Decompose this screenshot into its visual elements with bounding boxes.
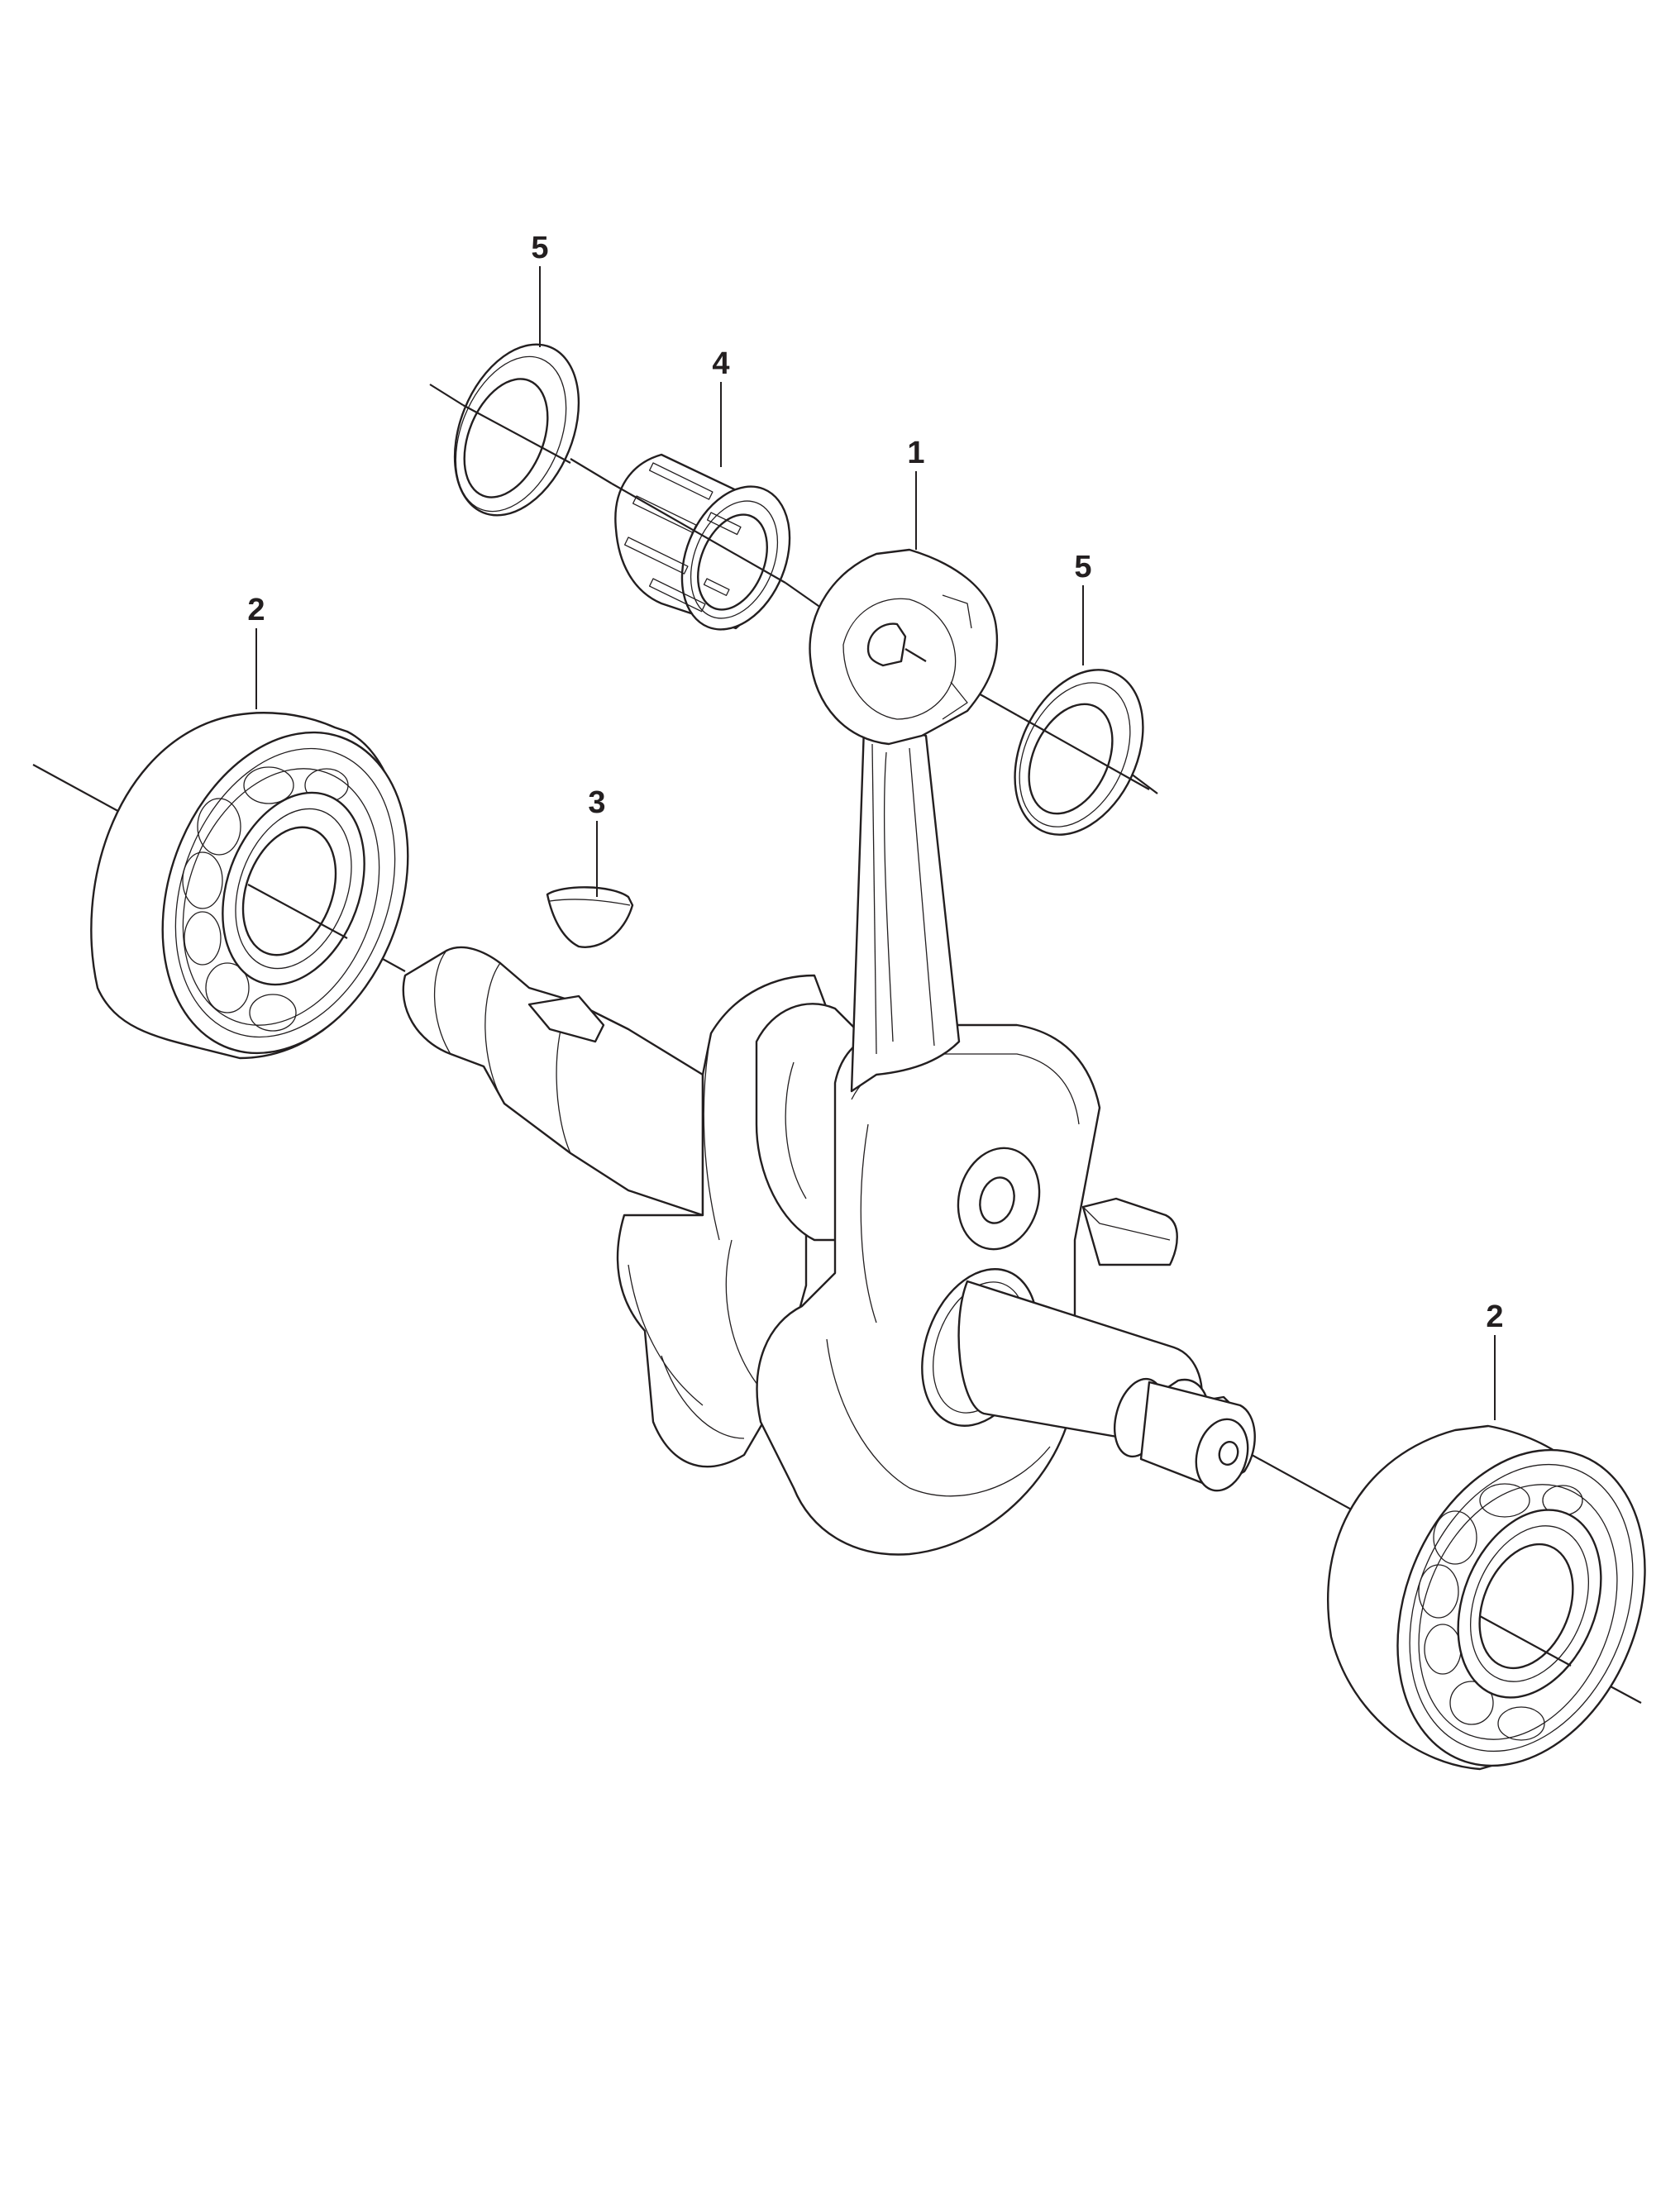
top-thrust-washer	[453, 343, 580, 517]
callout-woodruff-key: 3	[588, 785, 605, 820]
callout-right-bearing: 2	[1486, 1300, 1503, 1334]
leader-lines	[255, 266, 1496, 1420]
callout-left-bearing: 2	[247, 593, 265, 627]
callout-labels: 5 4 1 5 2 3 2	[247, 231, 1503, 1334]
left-ball-bearing	[90, 712, 409, 1060]
crankshaft	[402, 946, 1256, 1556]
right-thrust-washer	[1014, 669, 1150, 836]
callout-needle-bearing: 4	[712, 346, 729, 381]
right-ball-bearing	[1327, 1424, 1646, 1771]
left-bearing-balls	[182, 766, 349, 1032]
callout-connecting-rod: 1	[907, 436, 924, 470]
needle-rollers	[623, 462, 742, 613]
needle-bearing	[611, 453, 791, 631]
woodruff-key	[546, 886, 634, 948]
callout-top-seal: 5	[531, 231, 548, 265]
callout-right-seal: 5	[1074, 550, 1091, 584]
connecting-rod	[809, 548, 999, 1093]
